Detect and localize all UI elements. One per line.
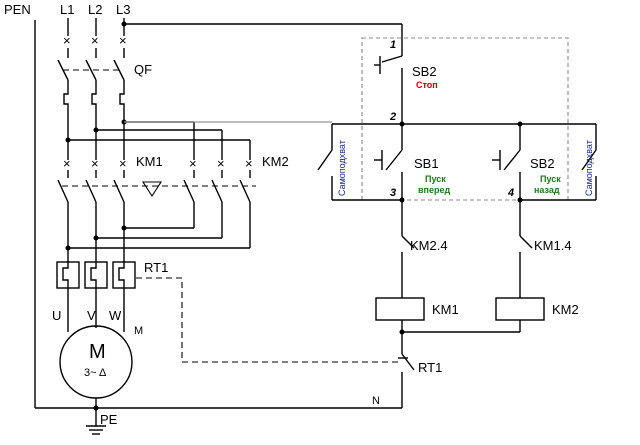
label-m: M — [134, 325, 143, 337]
sb2-start-reverse-button — [492, 124, 521, 236]
svg-text:×: × — [119, 156, 127, 171]
rt1-thermal-relay — [56, 261, 136, 289]
node-1: 1 — [390, 39, 396, 51]
label-start-reverse-1: Пуск — [540, 174, 561, 184]
label-km1: KM1 — [136, 154, 163, 169]
label-km1-4: KM1.4 — [534, 238, 572, 253]
label-start-forward-1: Пуск — [425, 174, 446, 184]
rt1-nc-contact — [398, 338, 415, 408]
svg-text:×: × — [63, 33, 71, 48]
label-start-reverse-2: назад — [534, 185, 560, 195]
km2-main-contacts: × × × — [183, 156, 253, 248]
label-n: N — [372, 395, 380, 407]
control-station-box — [361, 37, 569, 201]
label-qf: QF — [134, 62, 152, 77]
label-w: W — [109, 308, 122, 323]
label-coil-km1: KM1 — [432, 302, 459, 317]
node-3: 3 — [390, 187, 396, 199]
label-sb2-reverse: SB2 — [530, 156, 555, 171]
svg-text:×: × — [91, 156, 99, 171]
label-rt1-contact: RT1 — [418, 360, 442, 375]
sb1-start-forward-button — [374, 124, 403, 236]
sb2-stop-button — [374, 44, 403, 122]
label-self-hold-left: Самоподхват — [337, 140, 347, 196]
label-start-forward-2: вперед — [418, 185, 450, 195]
label-pe: PE — [100, 412, 118, 427]
label-v: V — [87, 308, 96, 323]
km1-4-interlock-contact — [519, 235, 533, 298]
km2-4-interlock-contact — [401, 235, 415, 298]
qf-breaker: × × × — [57, 33, 127, 108]
label-rt1: RT1 — [144, 260, 168, 275]
label-coil-km2: KM2 — [552, 302, 579, 317]
svg-text:×: × — [63, 156, 71, 171]
label-pen: PEN — [4, 2, 31, 17]
km1-main-contacts: × × × — [57, 156, 127, 248]
svg-text:×: × — [189, 156, 197, 171]
km1-coil — [375, 297, 425, 321]
node-2: 2 — [389, 111, 396, 123]
label-l1: L1 — [60, 2, 74, 17]
svg-text:×: × — [119, 33, 127, 48]
km2-coil — [495, 297, 545, 321]
self-hold-left-contact — [317, 124, 402, 201]
label-l3: L3 — [116, 2, 130, 17]
node-4: 4 — [507, 187, 514, 199]
ground-icon — [86, 425, 106, 435]
motor-letter: M — [89, 341, 106, 363]
interlock-triangle-icon — [141, 181, 163, 198]
label-km2-4: KM2.4 — [410, 238, 448, 253]
svg-text:×: × — [91, 33, 99, 48]
motor-spec: 3~ Δ — [84, 367, 107, 379]
label-sb1: SB1 — [414, 156, 439, 171]
svg-text:×: × — [245, 156, 253, 171]
label-u: U — [52, 308, 61, 323]
label-stop: Стоп — [416, 80, 438, 90]
label-self-hold-right: Самоподхват — [584, 140, 594, 196]
rt1-mechanical-link — [136, 277, 398, 363]
svg-text:×: × — [217, 156, 225, 171]
label-l2: L2 — [88, 2, 102, 17]
label-km2: KM2 — [262, 154, 289, 169]
label-sb2-stop: SB2 — [412, 64, 437, 79]
self-hold-right-contact — [520, 124, 597, 201]
